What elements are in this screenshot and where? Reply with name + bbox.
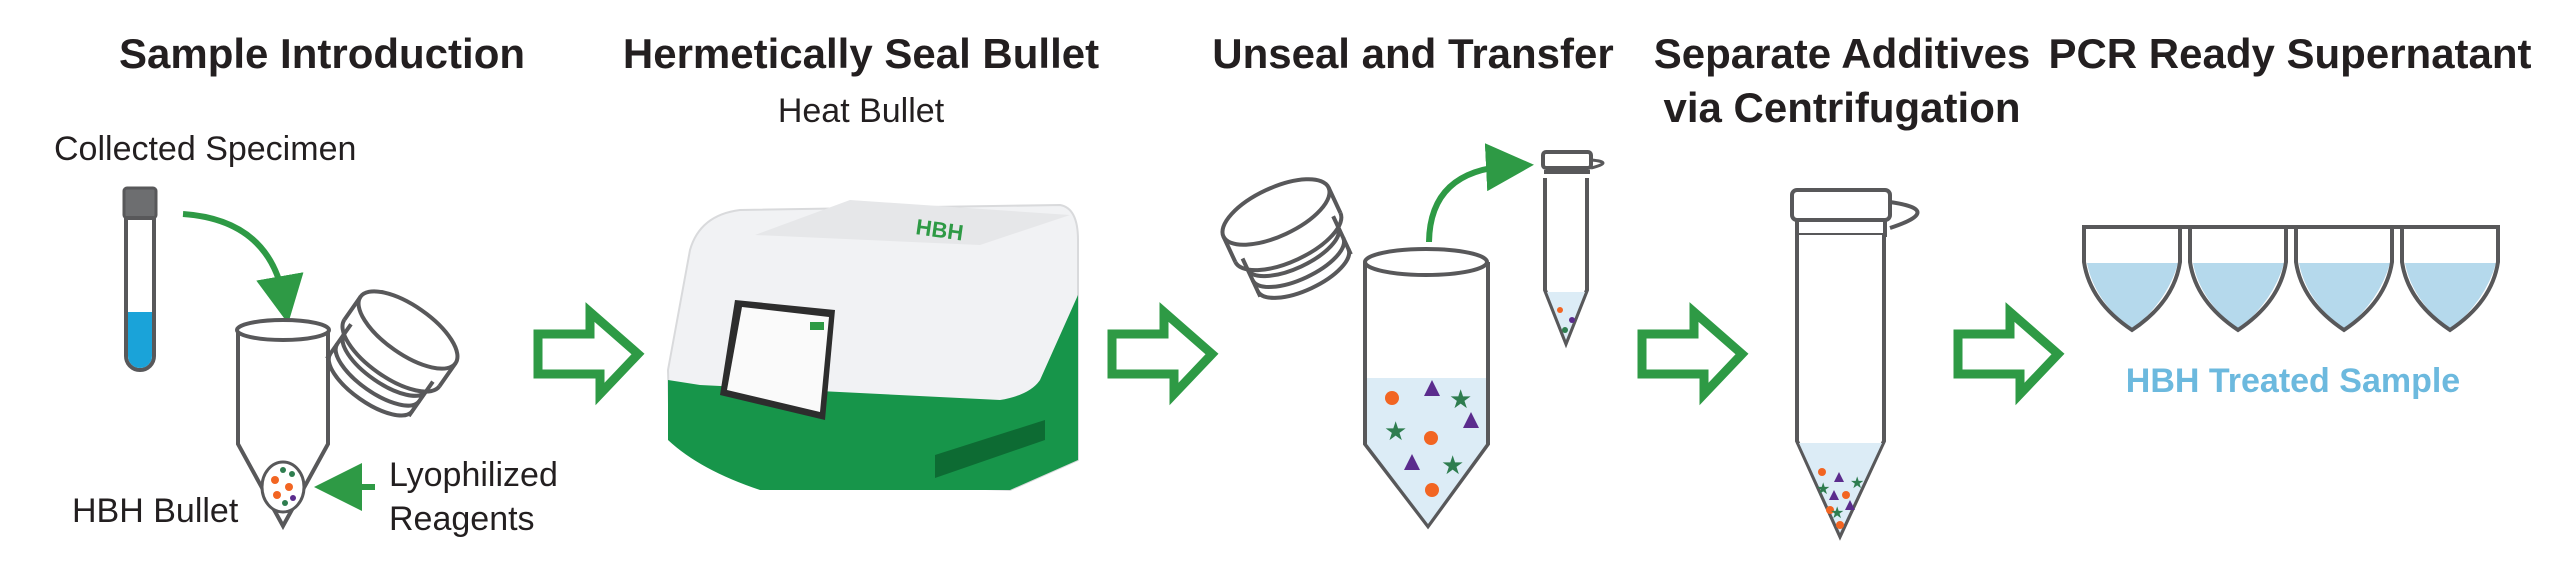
step-3-title: Unseal and Transfer <box>1212 30 1613 77</box>
hbh-bullet-tube-icon <box>235 318 331 531</box>
pcr-wells-icon <box>2082 225 2500 333</box>
removed-cap-icon <box>1211 163 1367 315</box>
step-4-title-line2: via Centrifugation <box>1663 84 2020 131</box>
step-arrow-4-icon <box>1958 312 2058 394</box>
step-arrow-2-icon <box>1112 312 1212 394</box>
centrifuged-tube-icon: ★ ★ ★ <box>1790 188 1920 541</box>
heat-device-icon: HBH <box>666 200 1079 492</box>
step-arrow-1-icon <box>538 312 638 394</box>
bullet-cap-icon <box>310 275 472 435</box>
bullet-with-sample-icon: ★ ★ ★ <box>1363 247 1490 530</box>
svg-text:★: ★ <box>1384 417 1407 447</box>
step-2-title: Hermetically Seal Bullet <box>623 30 1099 77</box>
step-1-title: Sample Introduction <box>119 30 525 77</box>
svg-text:★: ★ <box>1816 479 1830 498</box>
pcr-well-icon <box>2400 225 2500 333</box>
step-4-title-line1: Separate Additives <box>1654 30 2031 77</box>
svg-text:★: ★ <box>1830 503 1844 522</box>
hbh-bullet-label: HBH Bullet <box>72 492 239 530</box>
hbh-treated-sample-label: HBH Treated Sample <box>2126 362 2460 400</box>
pcr-well-icon <box>2082 225 2182 333</box>
svg-text:★: ★ <box>1449 385 1472 415</box>
step-arrow-3-icon <box>1642 312 1742 394</box>
pcr-well-icon <box>2294 225 2394 333</box>
lyophilized-label: Lyophilized <box>389 456 558 494</box>
step-5-title: PCR Ready Supernatant <box>2048 30 2531 77</box>
step-2-subtitle: Heat Bullet <box>778 92 945 130</box>
reagents-label: Reagents <box>389 500 535 538</box>
collected-specimen-label: Collected Specimen <box>54 130 356 168</box>
pcr-well-icon <box>2188 225 2288 333</box>
transfer-arrow-2-icon <box>1426 143 1534 243</box>
transfer-arrow-icon <box>182 211 304 324</box>
svg-text:★: ★ <box>1441 451 1464 481</box>
specimen-tube-icon <box>122 186 158 372</box>
svg-text:★: ★ <box>1850 473 1864 492</box>
pcr-tube-small-icon <box>1541 150 1605 349</box>
